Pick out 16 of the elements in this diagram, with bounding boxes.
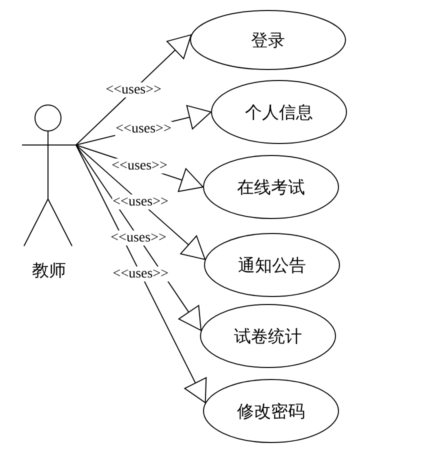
use-case-ellipse: 个人信息 bbox=[211, 80, 347, 144]
association-arrow bbox=[76, 144, 207, 404]
use-case-ellipse: 修改密码 bbox=[203, 379, 339, 443]
use-case-ellipse: 试卷统计 bbox=[200, 304, 336, 368]
use-case-ellipse: 在线考试 bbox=[203, 155, 339, 219]
edge-label: <<uses>> bbox=[112, 194, 170, 210]
edge-label: <<uses>> bbox=[114, 121, 172, 136]
edge-label: <<uses>> bbox=[110, 158, 168, 174]
association-arrow bbox=[76, 34, 192, 146]
edge-label: <<uses>> bbox=[112, 266, 170, 282]
edge-label: <<uses>> bbox=[110, 230, 168, 246]
edge-label: <<uses>> bbox=[104, 82, 162, 98]
actor-label: 教师 bbox=[32, 260, 66, 282]
association-arrow bbox=[76, 144, 206, 260]
use-case-ellipse: 登录 bbox=[190, 10, 346, 70]
use-case-ellipse: 通知公告 bbox=[204, 233, 340, 297]
